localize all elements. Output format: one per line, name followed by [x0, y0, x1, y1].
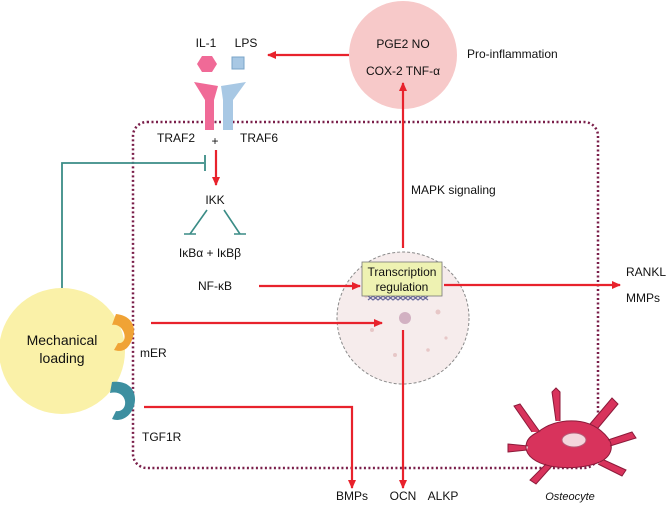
transcription-box	[361, 261, 443, 297]
plus-label: +	[211, 134, 218, 148]
arrow-tgf1r-to-bmps	[144, 405, 356, 489]
osteocyte-label: Osteocyte	[545, 491, 595, 503]
nucleus-speckle-6	[444, 336, 448, 340]
mechanical-label-1: Mechanical	[27, 332, 98, 348]
alkp-label: ALKP	[428, 489, 459, 503]
lps-ligand-icon	[231, 56, 245, 70]
mechanical-loading-circle	[0, 288, 125, 414]
transcription-label-2: regulation	[376, 280, 429, 294]
il1-receptor-icon	[194, 82, 218, 130]
rankl-label: RANKL	[626, 265, 666, 279]
pro-inflammation-circle	[349, 1, 457, 109]
mechanical-inhibition-line	[61, 162, 204, 288]
mapk-label: MAPK signaling	[411, 183, 496, 197]
ikk-label: IKK	[205, 193, 224, 207]
cell-membrane	[131, 120, 600, 470]
pge2-no-label: PGE2 NO	[376, 37, 429, 51]
pro-inflammation-label: Pro-inflammation	[467, 47, 558, 61]
ocn-label: OCN	[390, 489, 417, 503]
nucleus-speckle-4	[426, 348, 430, 352]
nucleolus	[399, 312, 411, 324]
bmps-label: BMPs	[336, 489, 368, 503]
tgf1r-receptor-icon	[110, 381, 136, 420]
mmps-label: MMPs	[626, 291, 660, 305]
il1-ligand-icon	[197, 56, 217, 72]
lps-label: LPS	[235, 36, 258, 50]
traf2-label: TRAF2	[157, 131, 195, 145]
mer-receptor-icon	[112, 314, 134, 351]
transcription-label-1: Transcription	[368, 265, 437, 279]
nfkb-label: NF-κB	[198, 279, 232, 293]
ikk-inhibition-lines	[189, 209, 241, 235]
cox2-tnf-label: COX-2 TNF-α	[366, 64, 440, 78]
tgf1r-label: TGF1R	[142, 430, 182, 444]
il1-label: IL-1	[196, 36, 217, 50]
lps-receptor-icon	[221, 82, 246, 130]
nucleus-speckle-1	[370, 328, 374, 332]
ikb-label: IκBα + IκBβ	[179, 246, 241, 260]
traf6-label: TRAF6	[240, 131, 278, 145]
nucleus-speckle-2	[435, 309, 441, 315]
nucleus-speckle-3	[393, 353, 397, 357]
mer-label: mER	[140, 346, 167, 360]
osteocyte-nucleus-icon	[561, 432, 587, 448]
mechanical-label-2: loading	[39, 350, 84, 366]
